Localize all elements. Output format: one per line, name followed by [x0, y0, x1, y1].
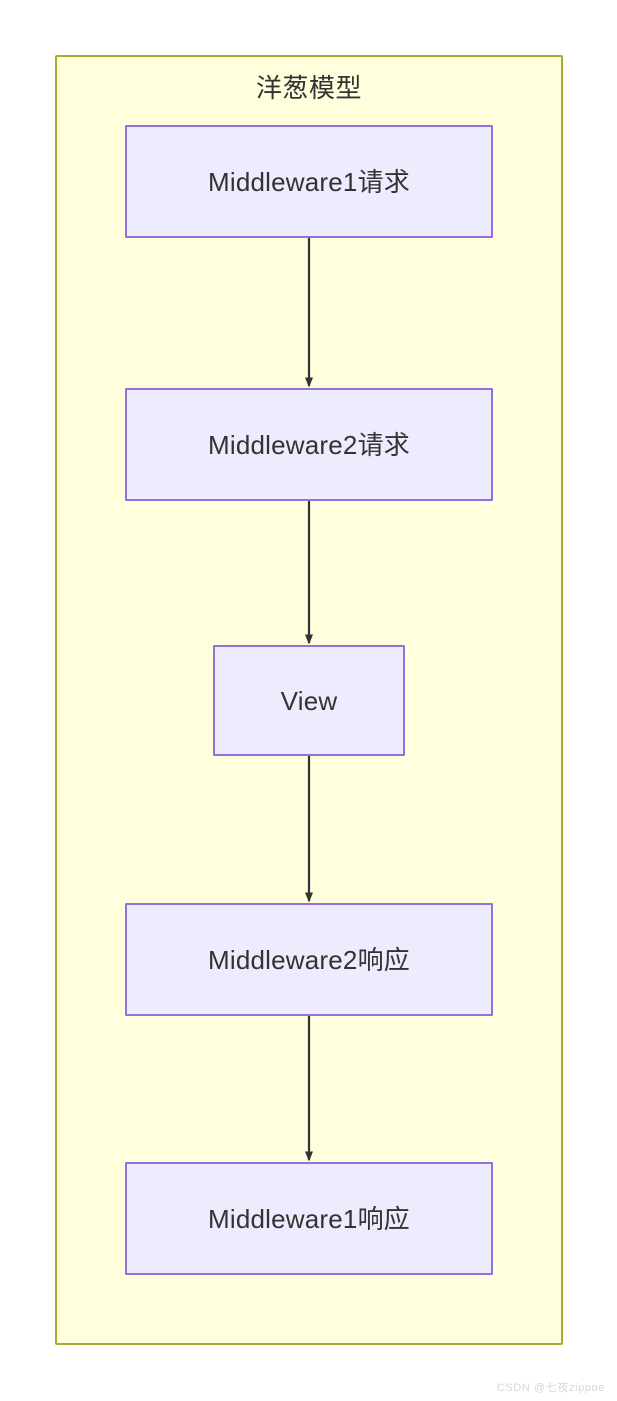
node-label: Middleware1请求: [207, 166, 410, 197]
node-middleware1-response[interactable]: Middleware1响应: [125, 1162, 493, 1275]
node-middleware2-response[interactable]: Middleware2响应: [125, 903, 493, 1016]
node-middleware2-request[interactable]: Middleware2请求: [125, 388, 493, 501]
node-label: Middleware2响应: [207, 944, 410, 975]
watermark: CSDN @七夜zippoe: [496, 1382, 605, 1394]
node-label: View: [280, 685, 338, 716]
node-label: Middleware1响应: [207, 1203, 410, 1234]
node-label: Middleware2请求: [207, 429, 410, 460]
node-view[interactable]: View: [213, 645, 405, 756]
subgraph-title: 洋葱模型: [255, 73, 362, 103]
node-middleware1-request[interactable]: Middleware1请求: [125, 125, 493, 238]
